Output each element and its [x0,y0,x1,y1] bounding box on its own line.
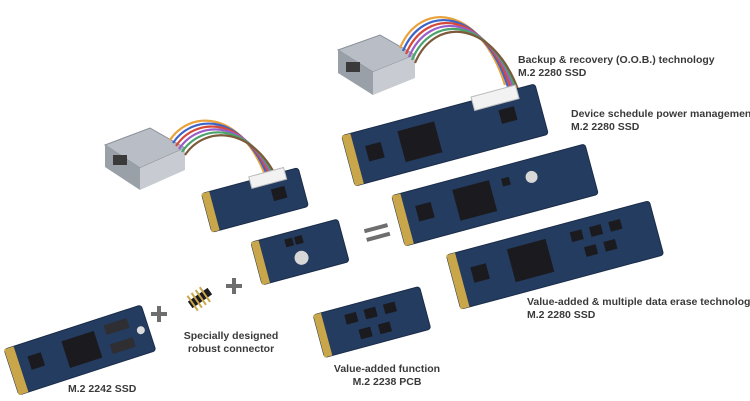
rj45-module-right [336,34,417,95]
caption-function-line2: M.2 2238 PCB [352,376,422,388]
plus-icon [226,278,242,294]
caption-connector: Specially designed robust connector [176,330,286,356]
rj45-module-left [103,127,187,190]
m2-2238-pcb-board [313,286,431,358]
caption-oob-line1: Backup & recovery (O.O.B.) technology [518,54,715,66]
caption-erase-line2: M.2 2280 SSD [527,309,596,321]
m2-2280-ssd-erase [446,200,664,310]
ribbon-cable-left [169,119,282,186]
caption-oob-ssd: Backup & recovery (O.O.B.) technology M.… [518,54,715,80]
caption-connector-line2: robust connector [187,343,275,355]
caption-function-line1: Value-added function [333,363,441,375]
function-board-small [250,219,349,285]
caption-erase-line1: Value-added & multiple data erase techno… [527,296,750,308]
caption-connector-line1: Specially designed [183,330,279,342]
robust-connector [186,286,213,312]
ribbon-cable-right [398,16,522,96]
equals-icon [363,223,391,242]
caption-erase-ssd: Value-added & multiple data erase techno… [527,296,750,322]
caption-power-line1: Device schedule power management [571,108,750,120]
caption-base-ssd: M.2 2242 SSD [68,383,136,396]
oob-board-small [201,166,309,233]
plus-icon [151,306,167,322]
caption-oob-line2: M.2 2280 SSD [518,67,587,79]
caption-power-line2: M.2 2280 SSD [571,121,640,133]
caption-base-line1: M.2 2242 SSD [68,383,137,395]
m2-2280-ssd-oob [341,84,549,186]
m2-2280-ssd-power [391,144,599,246]
caption-power-ssd: Device schedule power management M.2 228… [571,108,750,134]
caption-function-pcb: Value-added function M.2 2238 PCB [327,363,447,389]
m2-2242-ssd-board [4,305,156,396]
